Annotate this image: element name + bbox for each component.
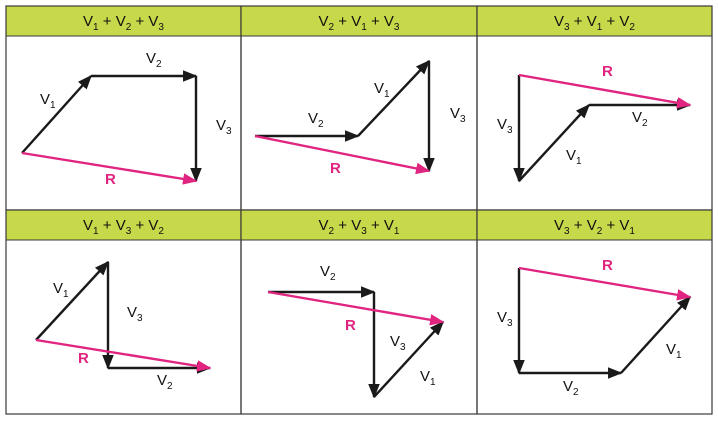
vector-arrow-v1 [373, 320, 444, 398]
vector-arrow-v1 [357, 59, 430, 137]
panel-header [241, 210, 477, 240]
resultant-arrow [518, 73, 692, 109]
resultant-arrow [267, 290, 445, 326]
panel-header [477, 6, 712, 36]
vector-label-v3: V3 [127, 304, 143, 324]
panel-header-formula: V2 + V3 + V1 [319, 217, 400, 237]
panel-border [240, 209, 478, 415]
vector-label-v3: V3 [497, 116, 513, 136]
vector-label-v3: V3 [497, 309, 513, 329]
resultant-label: R [602, 257, 613, 274]
resultant-label: R [330, 160, 341, 177]
resultant-label: R [105, 171, 116, 188]
panel-border [476, 5, 713, 211]
vector-label-v3: V3 [450, 105, 466, 125]
vector-arrow-v1 [620, 295, 691, 374]
resultant-arrow [518, 266, 692, 301]
vector-arrow-v1 [35, 260, 109, 341]
panel-border [5, 5, 242, 211]
panel-header-formula: V1 + V2 + V3 [83, 13, 164, 33]
vector-label-v1: V1 [566, 147, 582, 167]
vector-label-v2: V2 [308, 110, 324, 130]
panel-header-formula: V3 + V2 + V1 [554, 217, 635, 237]
resultant-label: R [602, 63, 613, 80]
vector-label-v3: V3 [216, 117, 232, 137]
panel-border [476, 209, 713, 415]
resultant-arrow [254, 134, 431, 175]
resultant-arrow [35, 338, 212, 372]
vector-label-v2: V2 [632, 109, 648, 129]
vector-label-v2: V2 [320, 263, 336, 283]
vector-label-v1: V1 [420, 368, 436, 388]
panel-header-formula: V2 + V1 + V3 [319, 13, 400, 33]
panel-header [6, 6, 241, 36]
vector-arrow-v1 [21, 74, 92, 154]
vector-label-v1: V1 [666, 341, 682, 361]
resultant-label: R [78, 350, 89, 367]
vector-label-v2: V2 [563, 378, 579, 398]
vector-label-v1: V1 [53, 280, 69, 300]
vector-label-v1: V1 [374, 80, 390, 100]
panel-header [6, 210, 241, 240]
panel-border [5, 209, 242, 415]
vector-label-v1: V1 [40, 91, 56, 111]
panel-header [241, 6, 477, 36]
vector-label-v2: V2 [146, 50, 162, 70]
vector-label-v2: V2 [157, 372, 173, 392]
panel-header-formula: V1 + V3 + V2 [83, 217, 164, 237]
vector-arrow-v1 [518, 103, 590, 182]
panel-border [240, 5, 478, 211]
resultant-arrow [21, 151, 198, 185]
resultant-label: R [345, 317, 356, 334]
panel-header-formula: V3 + V1 + V2 [554, 13, 635, 33]
vector-label-v3: V3 [390, 333, 406, 353]
panel-header [477, 210, 712, 240]
